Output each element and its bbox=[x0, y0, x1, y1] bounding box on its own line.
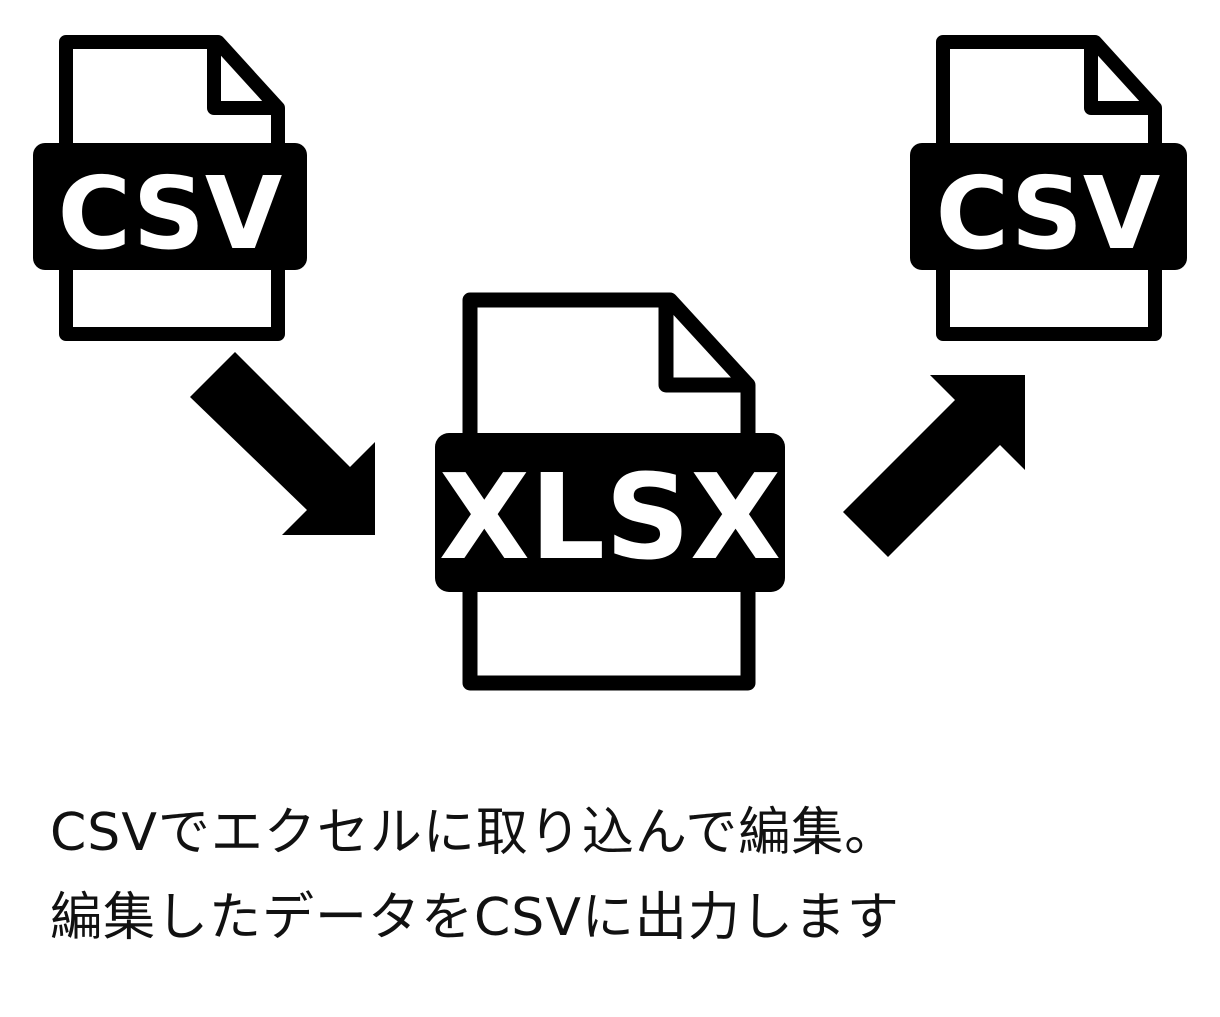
arrow-up-right-icon bbox=[843, 375, 1025, 557]
xlsx-file-icon: XLSX bbox=[435, 292, 785, 691]
caption-line-1: CSVでエクセルに取り込んで編集。 bbox=[50, 803, 898, 863]
caption-line-2: 編集したデータをCSVに出力します bbox=[50, 888, 900, 948]
file-label-source: CSV bbox=[58, 155, 283, 272]
csv-file-icon-source: CSV bbox=[33, 35, 307, 341]
file-label-middle: XLSX bbox=[439, 448, 781, 586]
csv-file-icon-output: CSV bbox=[910, 35, 1187, 341]
arrow-down-right-icon bbox=[190, 352, 375, 535]
file-label-output: CSV bbox=[936, 155, 1161, 272]
